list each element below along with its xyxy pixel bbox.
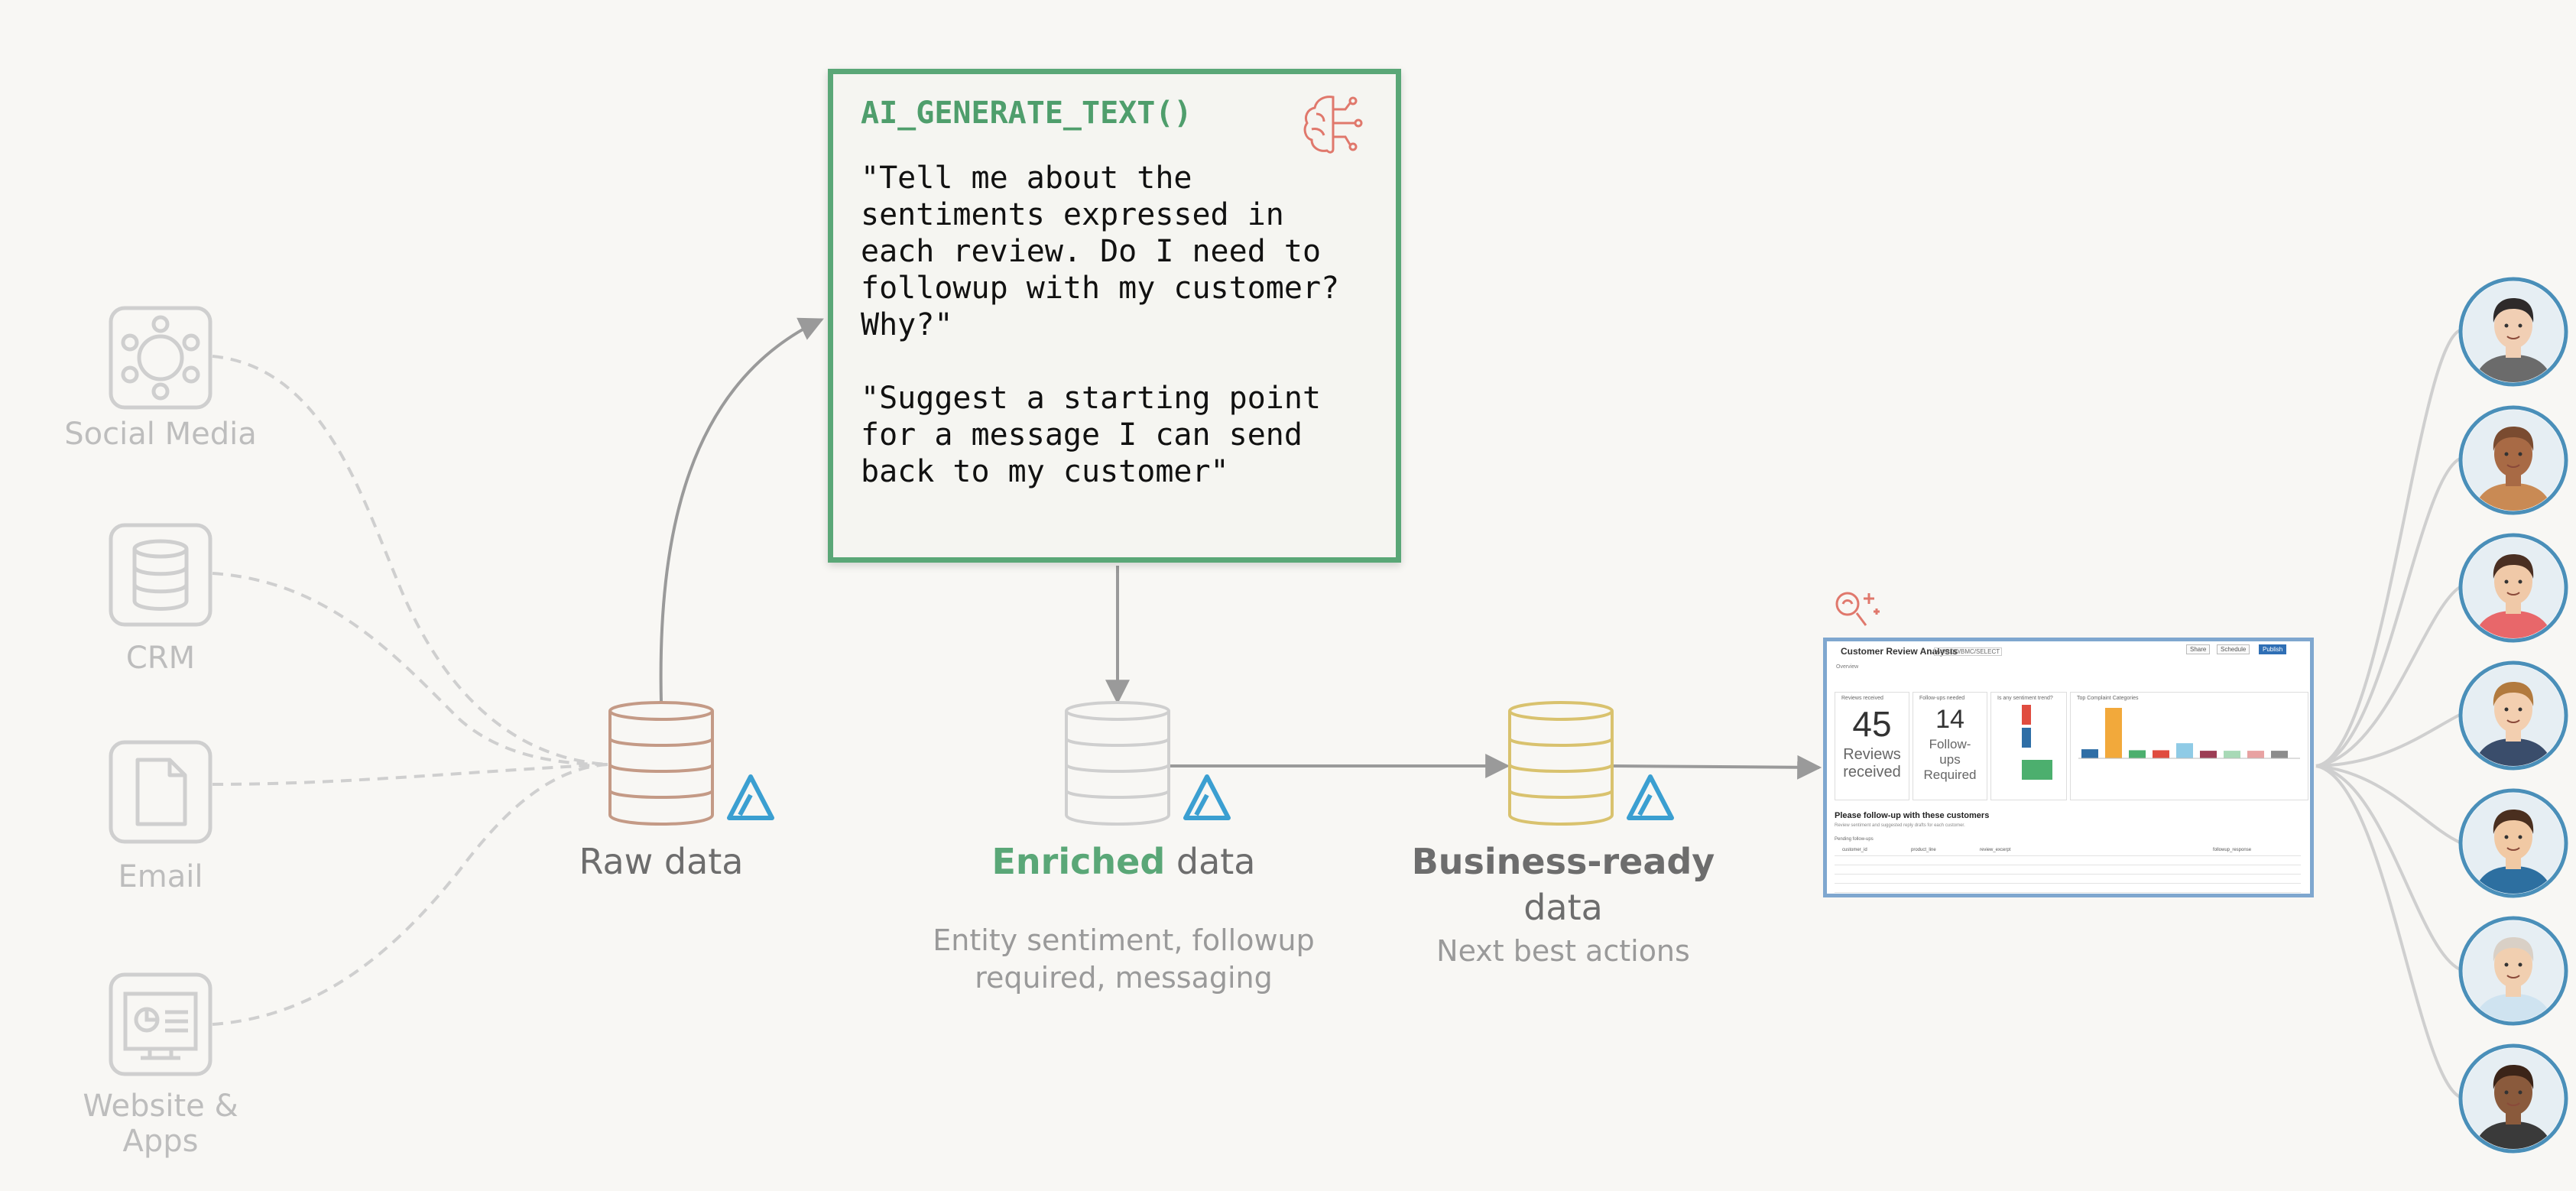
person-woman-curly-icon bbox=[2458, 533, 2568, 643]
prompt-text-1: "Tell me about the sentiments expressed … bbox=[861, 161, 1358, 342]
enriched-highlight: Enriched bbox=[991, 841, 1166, 882]
dashboard-share-button[interactable]: Share bbox=[2186, 644, 2211, 654]
business-data-label: Business-ready bbox=[1411, 841, 1715, 882]
business-data-database-icon bbox=[1508, 701, 1614, 826]
sentiment-chart-caption: Is any sentiment trend? bbox=[1997, 696, 2053, 701]
person-woman-glasses-icon bbox=[2458, 277, 2568, 387]
person-man-blue-icon bbox=[2458, 788, 2568, 898]
table-col-response: followup_response bbox=[2213, 848, 2252, 852]
dashboard-section-title: Please follow-up with these customers bbox=[1835, 811, 1990, 820]
brain-circuit-icon bbox=[1303, 96, 1363, 154]
sentiment-bar-positive bbox=[2022, 760, 2052, 780]
complaint-bar bbox=[2224, 751, 2240, 758]
person-man-bald-icon bbox=[2458, 405, 2568, 515]
complaint-bar bbox=[2200, 751, 2217, 758]
website-icon bbox=[109, 972, 213, 1076]
dashboard-subtitle: Overview bbox=[1836, 664, 1859, 670]
complaint-bar bbox=[2271, 751, 2288, 758]
table-col-product: product_line bbox=[1911, 848, 1936, 852]
table-row bbox=[1835, 892, 2301, 893]
connector-crm bbox=[212, 572, 608, 766]
followup-table-caption: Pending follow-ups bbox=[1835, 837, 1874, 842]
table-row bbox=[1835, 855, 2301, 856]
kpi-card-followups-caption: Follow-ups needed bbox=[1919, 696, 1965, 701]
enriched-label-rest: data bbox=[1165, 841, 1256, 882]
social-media-icon bbox=[109, 306, 213, 410]
fanout-lines bbox=[2315, 329, 2461, 1099]
source-website bbox=[109, 972, 213, 1080]
lakehouse-icon-raw bbox=[727, 774, 774, 820]
source-social-media bbox=[109, 306, 213, 414]
kpi-reviews-label: Reviews received bbox=[1843, 746, 1901, 780]
complaint-bar bbox=[2081, 749, 2098, 758]
kpi-followups-label: Follow-ups Required bbox=[1923, 737, 1977, 782]
source-email bbox=[109, 740, 213, 848]
enriched-data-database-icon bbox=[1065, 701, 1170, 826]
dashboard-section-note: Review sentiment and suggested reply dra… bbox=[1835, 823, 1965, 828]
table-col-review: review_excerpt bbox=[1980, 848, 2011, 852]
document-icon bbox=[109, 740, 213, 844]
sentiment-bar-negative bbox=[2022, 705, 2031, 725]
person-woman-dark-icon bbox=[2458, 1043, 2568, 1154]
business-subtitle: Next best actions bbox=[1436, 934, 1690, 968]
kpi-followups-value: 14 bbox=[1935, 705, 1964, 734]
enriched-data-label: Enriched data bbox=[948, 841, 1299, 882]
complaint-bar bbox=[2247, 751, 2264, 758]
sentiment-chart-card: Is any sentiment trend? bbox=[1990, 692, 2067, 800]
dashboard-thumbnail[interactable]: Customer Review Analysis Ad/RDO/BMC/SELE… bbox=[1823, 638, 2314, 897]
lakehouse-icon-enriched bbox=[1183, 774, 1231, 820]
complaint-bar bbox=[2153, 750, 2169, 758]
kpi-card-reviews: Reviews received 45 Reviews received bbox=[1835, 692, 1909, 800]
source-label-social: Social Media bbox=[64, 417, 257, 452]
enriched-subtitle-1: Entity sentiment, followup bbox=[933, 923, 1315, 957]
source-crm bbox=[109, 523, 213, 631]
source-label-crm: CRM bbox=[125, 641, 196, 676]
complaints-chart-card: Top Complaint Categories bbox=[2070, 692, 2308, 800]
arrow-raw-to-prompt bbox=[659, 317, 824, 703]
connector-email bbox=[212, 763, 608, 786]
database-icon bbox=[109, 523, 213, 627]
complaint-bar bbox=[2176, 743, 2193, 758]
kpi-card-followups: Follow-ups needed 14 Follow-ups Required bbox=[1913, 692, 1987, 800]
ai-prompt-box: AI_GENERATE_TEXT() "Tell me about the se… bbox=[828, 69, 1401, 563]
ai-bi-genie-icon bbox=[1835, 592, 1880, 626]
complaint-bar bbox=[2129, 750, 2146, 758]
complaints-chart-caption: Top Complaint Categories bbox=[2077, 696, 2139, 701]
arrow-business-to-dashboard bbox=[1612, 755, 1822, 780]
kpi-card-reviews-caption: Reviews received bbox=[1841, 696, 1883, 701]
table-row bbox=[1835, 874, 2301, 875]
raw-data-label: Raw data bbox=[579, 841, 744, 882]
enriched-subtitle-2: required, messaging bbox=[975, 961, 1273, 995]
person-man-glasses-tie-icon bbox=[2458, 916, 2568, 1026]
lakehouse-icon-business bbox=[1627, 774, 1674, 820]
connector-social bbox=[212, 355, 608, 766]
connector-website bbox=[212, 763, 608, 1026]
person-woman-blonde-icon bbox=[2458, 660, 2568, 771]
table-col-customer: customer_id bbox=[1842, 848, 1867, 852]
source-label-website: Website & Apps bbox=[83, 1089, 238, 1159]
dashboard-title: Customer Review Analysis bbox=[1841, 646, 1958, 657]
dashboard-badge: Ad/RDO/BMC/SELECT bbox=[1934, 647, 2003, 656]
prompt-text-2: "Suggest a starting point for a message … bbox=[861, 381, 1340, 489]
raw-data-database-icon bbox=[608, 701, 714, 826]
kpi-reviews-value: 45 bbox=[1852, 704, 1892, 744]
source-label-email: Email bbox=[118, 859, 203, 894]
dashboard-schedule-button[interactable]: Schedule bbox=[2217, 644, 2250, 654]
business-data-label-rest: data bbox=[1523, 887, 1603, 928]
dashboard-publish-button[interactable]: Publish bbox=[2259, 644, 2287, 654]
table-row bbox=[1835, 883, 2301, 884]
complaint-bar bbox=[2105, 708, 2122, 758]
prompt-function-name: AI_GENERATE_TEXT() bbox=[861, 96, 1192, 131]
complaints-bar-chart bbox=[2078, 708, 2300, 759]
sentiment-bar-neutral bbox=[2022, 728, 2031, 748]
